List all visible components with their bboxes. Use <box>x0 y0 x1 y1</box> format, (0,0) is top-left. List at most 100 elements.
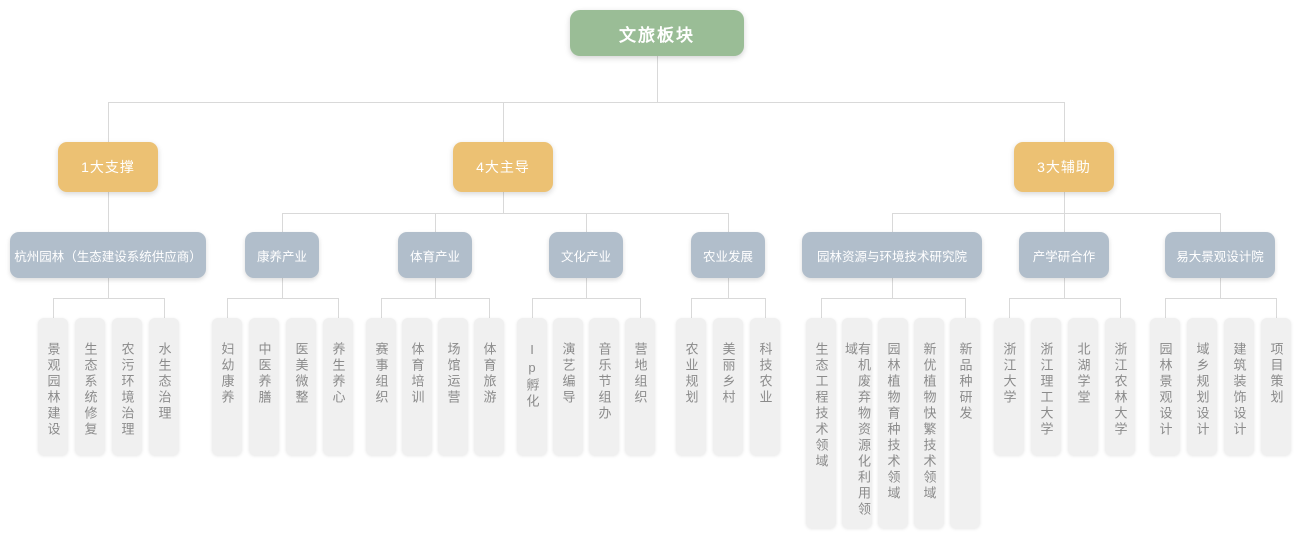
connector-line <box>338 298 339 318</box>
category-node: 体育产业 <box>398 232 472 278</box>
leaf-node: 农业规划 <box>676 318 706 455</box>
connector-line <box>227 298 339 299</box>
leaf-node: 北湖学堂 <box>1068 318 1098 455</box>
leaf-label: 演艺编导 <box>560 342 576 406</box>
leaf-label: 体育旅游 <box>481 342 497 406</box>
leaf-node: 体育旅游 <box>474 318 504 455</box>
connector-line <box>108 192 109 232</box>
leaf-label: 域乡规划设计 <box>1194 342 1210 438</box>
connector-line <box>282 213 283 232</box>
connector-line <box>381 298 382 318</box>
connector-line <box>1165 298 1277 299</box>
category-node: 产学研合作 <box>1019 232 1109 278</box>
leaf-label: 水生态治理 <box>156 342 172 422</box>
leaf-node: 生态系统修复 <box>75 318 105 455</box>
connector-line <box>586 278 587 298</box>
leaf-label: 园林景观设计 <box>1157 342 1173 438</box>
leaf-label: 体育培训 <box>409 342 425 406</box>
connector-line <box>532 298 533 318</box>
category-node: 易大景观设计院 <box>1165 232 1275 278</box>
leaf-node: 域乡规划设计 <box>1187 318 1217 455</box>
leaf-node: 生态工程技术领域 <box>806 318 836 528</box>
connector-line <box>108 278 109 298</box>
connector-line <box>892 213 1221 214</box>
connector-line <box>1009 298 1121 299</box>
connector-line <box>227 298 228 318</box>
leaf-node: 水生态治理 <box>149 318 179 455</box>
leaf-node: 科技农业 <box>750 318 780 455</box>
category-node: 农业发展 <box>691 232 765 278</box>
connector-line <box>1064 213 1065 232</box>
leaf-label: 场馆运营 <box>445 342 461 406</box>
category-node: 文化产业 <box>549 232 623 278</box>
branch-node-support: 1大支撑 <box>58 142 158 192</box>
leaf-label: 音乐节组办 <box>596 342 612 422</box>
connector-line <box>532 298 641 299</box>
connector-line <box>1276 298 1277 318</box>
leaf-label: 项目策划 <box>1268 342 1284 406</box>
connector-line <box>1220 278 1221 298</box>
connector-line <box>965 298 966 318</box>
leaf-node: 景观园林建设 <box>38 318 68 455</box>
branch-node-leading: 4大主导 <box>453 142 553 192</box>
leaf-label: 生态系统修复 <box>82 342 98 438</box>
connector-line <box>108 102 1065 103</box>
connector-line <box>657 56 658 102</box>
leaf-label: 新优植物快繁技术领域 <box>921 342 937 502</box>
connector-line <box>1165 298 1166 318</box>
leaf-node: 音乐节组办 <box>589 318 619 455</box>
leaf-label: 建筑装饰设计 <box>1231 342 1247 438</box>
leaf-node: 美丽乡村 <box>713 318 743 455</box>
connector-line <box>1009 298 1010 318</box>
root-node: 文旅板块 <box>570 10 744 56</box>
connector-line <box>586 213 587 232</box>
leaf-node: 项目策划 <box>1261 318 1291 455</box>
connector-line <box>728 213 729 232</box>
leaf-node: 浙江理工大学 <box>1031 318 1061 455</box>
leaf-node: 营地组织 <box>625 318 655 455</box>
connector-line <box>282 278 283 298</box>
leaf-node: 农污环境治理 <box>112 318 142 455</box>
leaf-node: 有机废弃物资源化利用领域 <box>842 318 872 528</box>
leaf-label: 园林植物育种技术领域 <box>885 342 901 502</box>
leaf-label: 景观园林建设 <box>45 342 61 438</box>
connector-line <box>765 298 766 318</box>
leaf-label: 美丽乡村 <box>720 342 736 406</box>
leaf-label: 生态工程技术领域 <box>813 342 829 470</box>
connector-line <box>892 278 893 298</box>
connector-line <box>892 213 893 232</box>
leaf-label: Ip孵化 <box>524 342 540 410</box>
connector-line <box>1064 192 1065 213</box>
leaf-label: 中医养膳 <box>256 342 272 406</box>
connector-line <box>1220 213 1221 232</box>
connector-line <box>503 192 504 213</box>
connector-line <box>164 298 165 318</box>
leaf-label: 营地组织 <box>632 342 648 406</box>
connector-line <box>1064 278 1065 298</box>
connector-line <box>435 213 436 232</box>
leaf-label: 有机废弃物资源化利用领域 <box>843 342 871 518</box>
leaf-node: 园林景观设计 <box>1150 318 1180 455</box>
connector-line <box>1120 298 1121 318</box>
leaf-label: 新品种研发 <box>957 342 973 422</box>
leaf-node: 新品种研发 <box>950 318 980 528</box>
leaf-node: 体育培训 <box>402 318 432 455</box>
leaf-node: 医美微整 <box>286 318 316 455</box>
leaf-label: 浙江大学 <box>1001 342 1017 406</box>
leaf-label: 医美微整 <box>293 342 309 406</box>
connector-line <box>503 102 504 142</box>
connector-line <box>53 298 165 299</box>
connector-line <box>640 298 641 318</box>
connector-line <box>1064 102 1065 142</box>
leaf-label: 北湖学堂 <box>1075 342 1091 406</box>
leaf-node: 浙江大学 <box>994 318 1024 455</box>
connector-line <box>489 298 490 318</box>
category-node: 园林资源与环境技术研究院 <box>802 232 982 278</box>
connector-line <box>282 213 729 214</box>
connector-line <box>53 298 54 318</box>
leaf-label: 妇幼康养 <box>219 342 235 406</box>
connector-line <box>821 298 966 299</box>
leaf-node: 场馆运营 <box>438 318 468 455</box>
connector-line <box>435 278 436 298</box>
